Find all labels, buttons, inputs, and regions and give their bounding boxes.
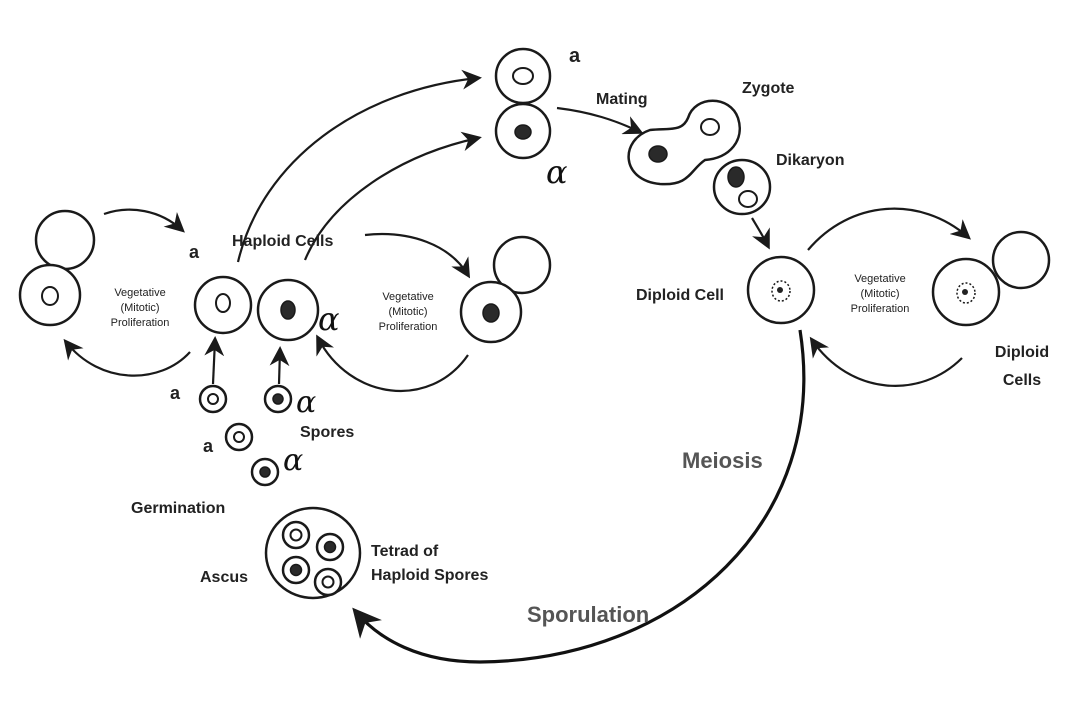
meiosis-label: Meiosis [682, 448, 763, 473]
diploid-cell-label: Diploid Cell [636, 287, 724, 304]
haploid-cells: a α Haploid Cells [189, 233, 340, 342]
mating-pair: a α [494, 45, 581, 191]
left-budding-cells [18, 209, 96, 327]
spore-alpha-label-1: α [296, 385, 316, 420]
diploid-budding-cells [931, 230, 1051, 327]
mid-bud [492, 235, 552, 295]
arrow-diploid-veg-bottom [809, 336, 963, 387]
left-bud [34, 209, 96, 271]
tetrad-label-1: Tetrad of [371, 543, 439, 560]
nucleus-light [512, 67, 534, 85]
veg-mid-line1: Vegetative [382, 291, 433, 303]
dikaryon-nucleus-light [738, 190, 758, 208]
veg-left-line2: (Mitotic) [120, 302, 159, 314]
spore-a-label-2: a [203, 436, 214, 456]
arrow-germination-a [204, 336, 225, 385]
haploid-a-label: a [189, 242, 200, 262]
haploid-cells-label: Haploid Cells [232, 233, 333, 250]
zygote-label: Zygote [742, 80, 795, 97]
arrow-left-veg-bottom [63, 338, 191, 377]
ascus-tetrad: Tetrad of Haploid Spores Ascus [200, 506, 488, 600]
ascus-wall [264, 506, 362, 600]
arrow-germination-alpha [269, 346, 290, 385]
veg-mid-line2: (Mitotic) [388, 306, 427, 318]
arrow-mid-veg-top [364, 233, 471, 279]
arrow-left-veg-top [103, 208, 185, 233]
veg-right-line2: (Mitotic) [860, 288, 899, 300]
ascus-label: Ascus [200, 569, 248, 586]
arrow-diploid-veg-top [807, 207, 971, 251]
zygote-nucleus-light [700, 118, 720, 136]
veg-right-line3: Proliferation [851, 303, 910, 315]
arrow-meiosis-sporulation [352, 329, 806, 664]
diploid-cell: Diploid Cell [636, 255, 816, 325]
sporulation-label: Sporulation [527, 602, 649, 627]
veg-left-line1: Vegetative [114, 287, 165, 299]
spores: a a α α Spores Germination [131, 383, 354, 517]
veg-mid-line3: Proliferation [379, 321, 438, 333]
spore-a-label-1: a [170, 383, 181, 403]
veg-right-line1: Vegetative [854, 273, 905, 285]
veg-left-line3: Proliferation [111, 317, 170, 329]
germination-label: Germination [131, 500, 225, 517]
mating-type-a-top: a [569, 45, 581, 67]
zygote: Zygote [627, 80, 795, 186]
diploid-bud [991, 230, 1051, 290]
diploid-cells-label-2: Cells [1003, 372, 1041, 389]
arrow-mid-veg-bottom [316, 334, 469, 392]
mating-type-alpha-top: α [546, 153, 568, 191]
arrow-alpha-to-mating [303, 131, 482, 261]
mid-budding-cells [459, 235, 552, 344]
tetrad-label-2: Haploid Spores [371, 567, 488, 584]
zygote-nucleus-dark [648, 145, 668, 163]
diploid-nucleus-spot [777, 287, 783, 293]
dikaryon-label: Dikaryon [776, 152, 844, 169]
arrow-mating [556, 106, 644, 135]
diploid-cells-label-1: Diploid [995, 344, 1049, 361]
mating-label: Mating [596, 91, 648, 108]
dikaryon: Dikaryon [712, 152, 844, 216]
arrow-to-diploid [751, 217, 770, 250]
nucleus-dark [514, 124, 532, 140]
spore-alpha-label-2: α [283, 443, 303, 478]
spores-label: Spores [300, 424, 354, 441]
arrow-a-to-mating [236, 69, 482, 263]
dikaryon-nucleus-dark [727, 166, 745, 188]
haploid-alpha-label: α [318, 300, 340, 338]
